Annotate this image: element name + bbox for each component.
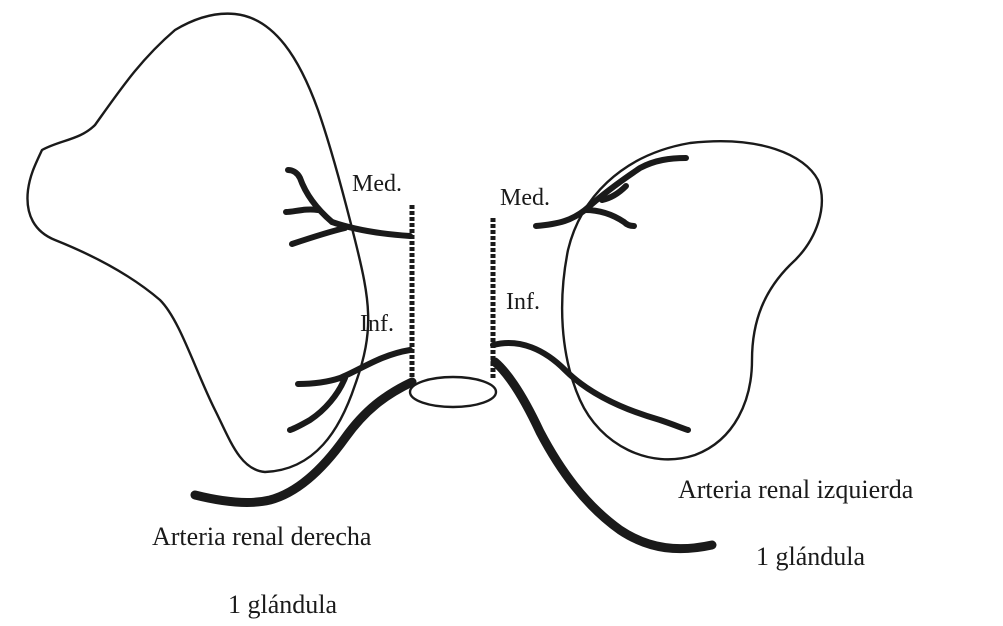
- left-renal-artery: [495, 362, 712, 549]
- left-inferior-branch: [298, 350, 410, 384]
- left-medial-twig-3: [292, 228, 345, 244]
- kidney-left-outline: [27, 14, 368, 472]
- label-right-renal-gland: 1 glándula: [228, 590, 337, 619]
- label-right-inferior: Inf.: [506, 289, 540, 315]
- kidney-right-outline: [562, 141, 822, 459]
- right-renal-artery: [195, 382, 412, 503]
- label-right-renal-artery: Arteria renal derecha: [152, 522, 372, 551]
- label-left-renal-gland: 1 glándula: [756, 542, 865, 571]
- label-left-renal-artery: Arteria renal izquierda: [678, 475, 914, 504]
- left-medial-twig-2: [286, 209, 318, 212]
- label-left-medial: Med.: [352, 171, 402, 197]
- right-medial-twig-1: [585, 210, 634, 226]
- label-left-inferior: Inf.: [360, 311, 394, 337]
- left-medial-twig-1: [288, 170, 332, 222]
- aorta-cross-section: [410, 377, 496, 407]
- label-right-medial: Med.: [500, 185, 550, 211]
